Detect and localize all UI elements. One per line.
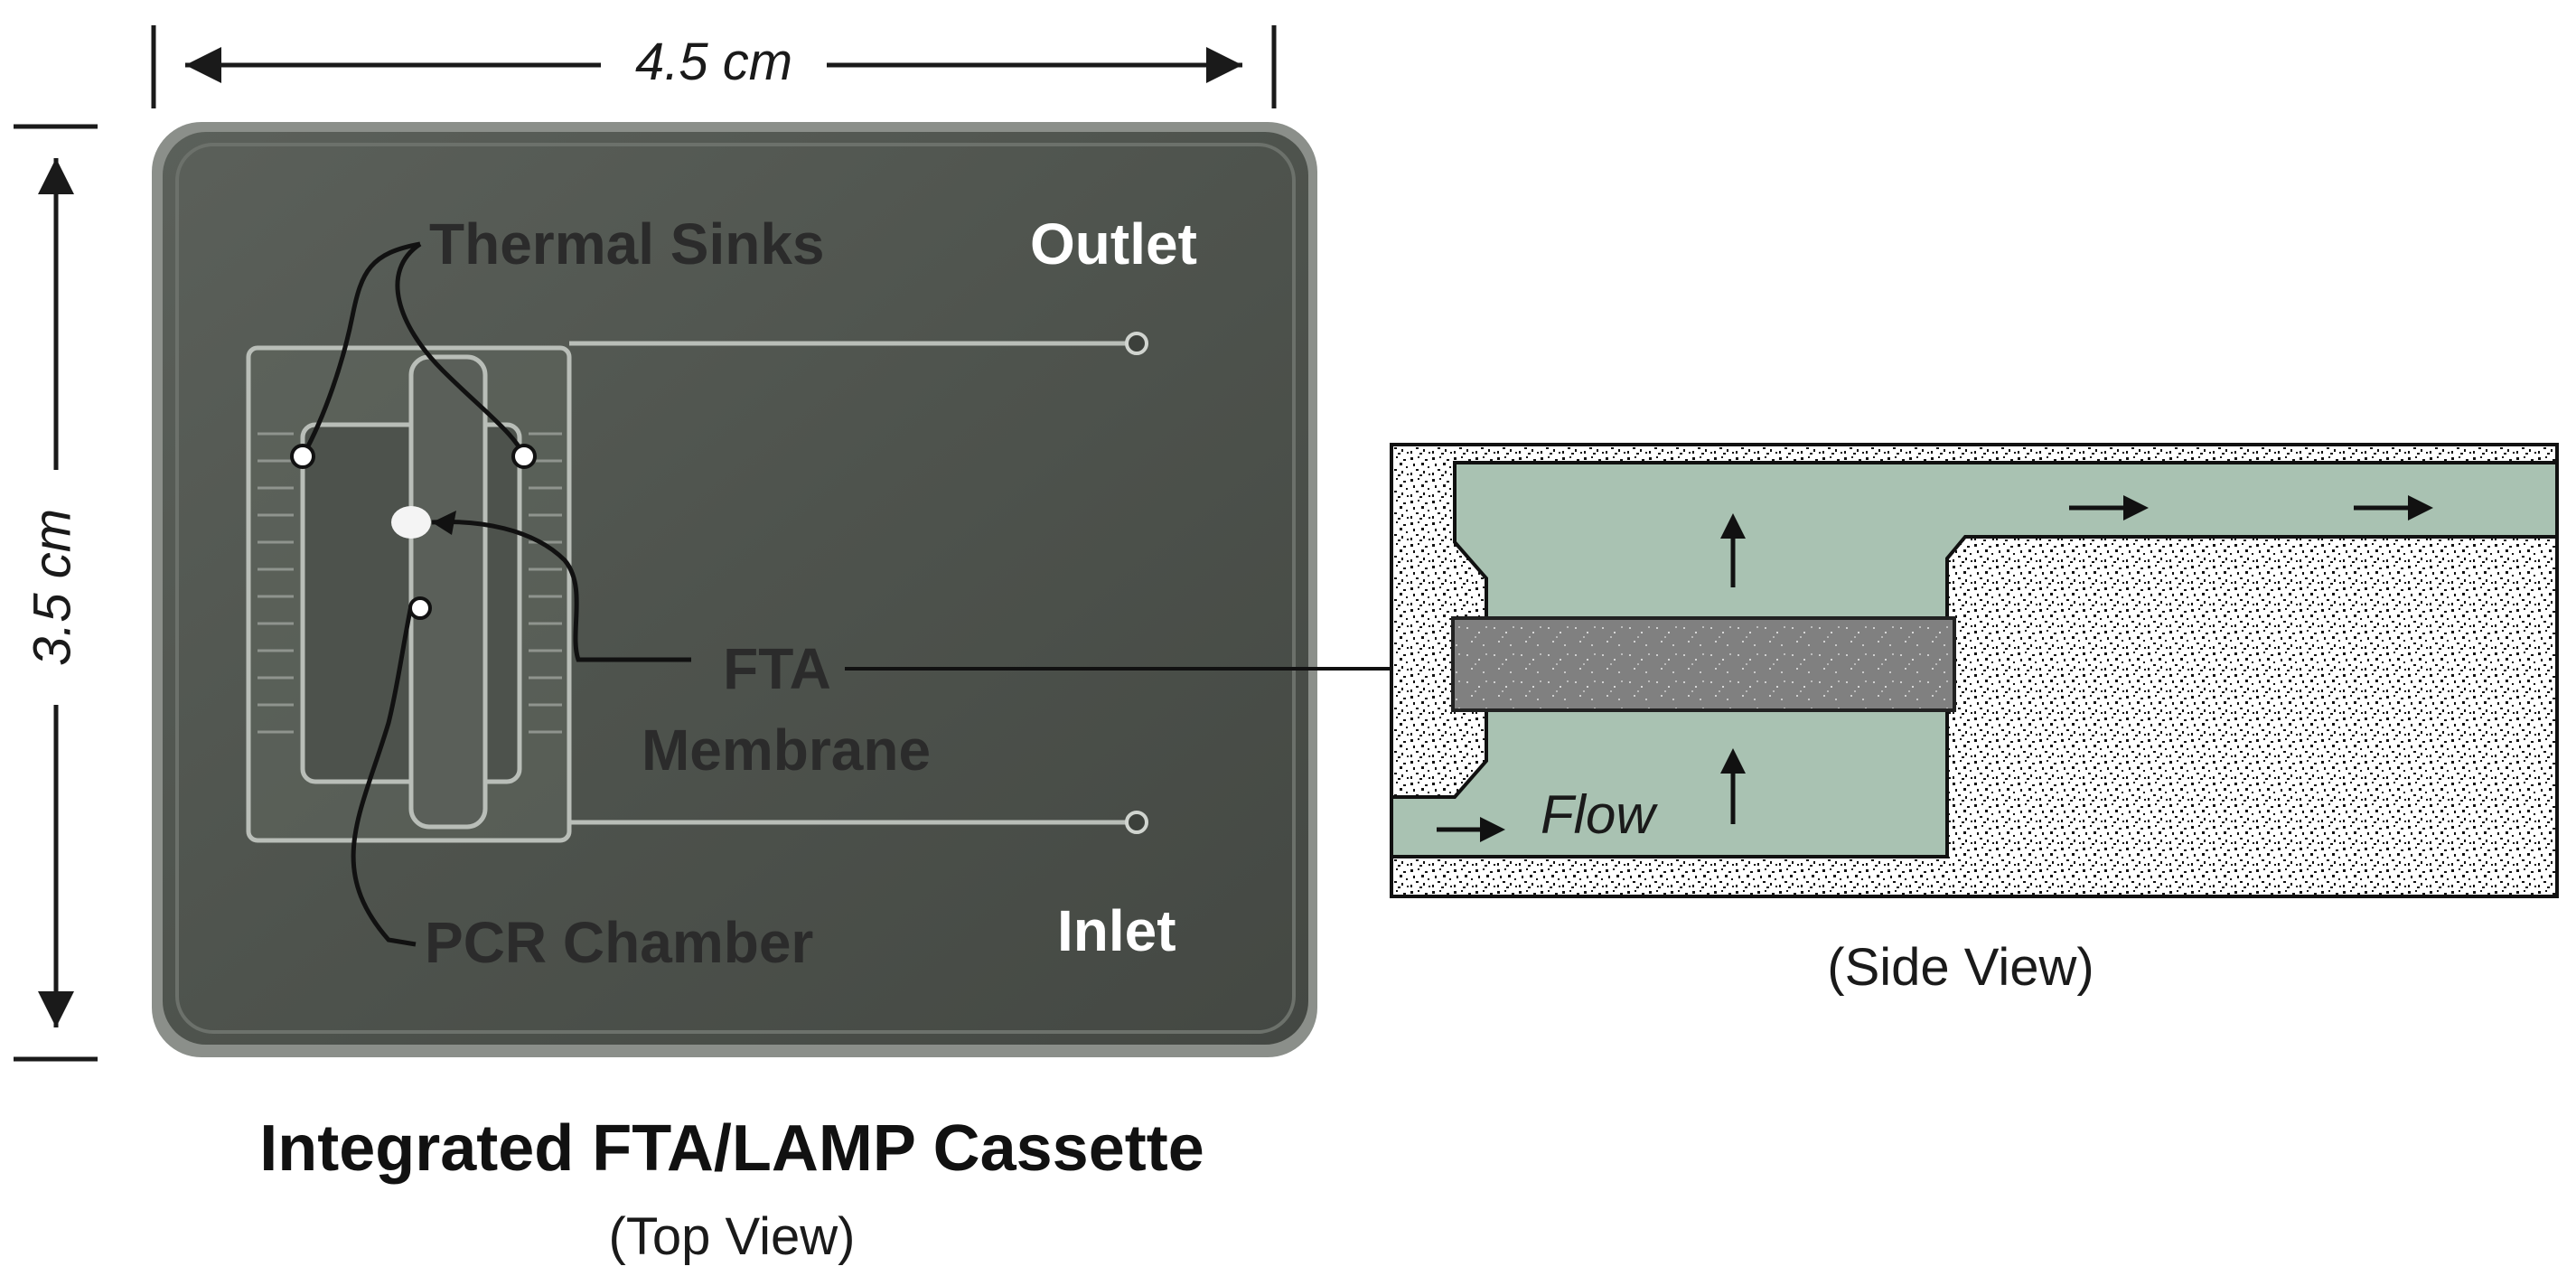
top-view-caption-sub: (Top View)	[609, 1207, 856, 1266]
side-view: Flow	[1390, 443, 2559, 898]
flow-arrows	[1437, 495, 2433, 842]
pcr-chamber-dot	[408, 596, 432, 620]
outlet-label: Outlet	[1030, 211, 1197, 277]
height-label: 3.5 cm	[23, 509, 81, 666]
top-view-caption-title: Integrated FTA/LAMP Cassette	[259, 1112, 1204, 1185]
microfluidic-structure	[246, 341, 1134, 843]
inlet-label: Inlet	[1057, 898, 1176, 963]
fta-membrane-spot	[391, 506, 431, 539]
side-view-caption: (Side View)	[1827, 938, 2094, 997]
leader-lines	[300, 241, 691, 947]
thermal-sink-dot-right	[511, 444, 537, 469]
width-dimension	[151, 25, 1277, 108]
inlet-port	[1125, 811, 1148, 834]
fta-label: FTA	[723, 636, 831, 701]
width-label: 4.5 cm	[635, 33, 792, 91]
height-dimension	[14, 124, 98, 1062]
flow-label: Flow	[1541, 784, 1658, 845]
side-view-fluid-channel	[1390, 461, 2559, 858]
thermal-sinks-label: Thermal Sinks	[429, 211, 825, 277]
side-view-membrane	[1451, 616, 1956, 712]
thermal-sink-dot-left	[290, 444, 315, 469]
cassette-top-view: Thermal Sinks Outlet FTA Membrane PCR Ch…	[152, 122, 1317, 1057]
pcr-chamber-label: PCR Chamber	[425, 910, 813, 975]
membrane-label: Membrane	[642, 718, 931, 783]
outlet-port	[1125, 332, 1148, 355]
